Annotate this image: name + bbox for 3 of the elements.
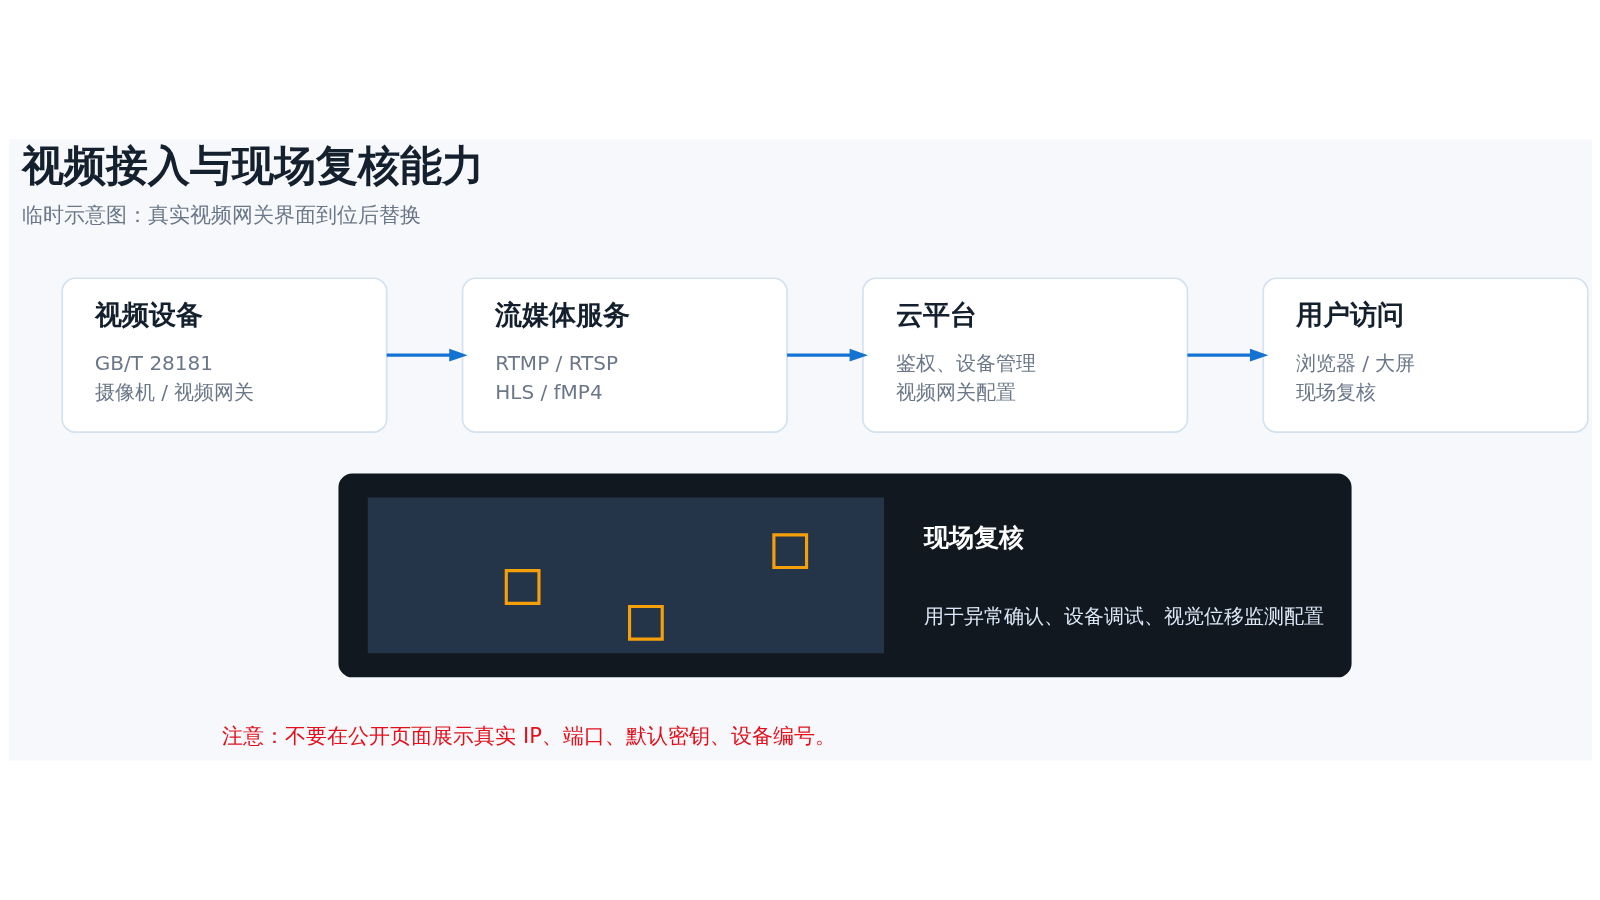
diagram-title: 视频接入与现场复核能力 (21, 141, 484, 191)
label: 临时示意图：真实视频网关界面到位后替换 (21, 202, 421, 228)
label: 注意：不要在公开页面展示真实 IP、端口、默认密钥、设备编号。 (221, 722, 836, 748)
